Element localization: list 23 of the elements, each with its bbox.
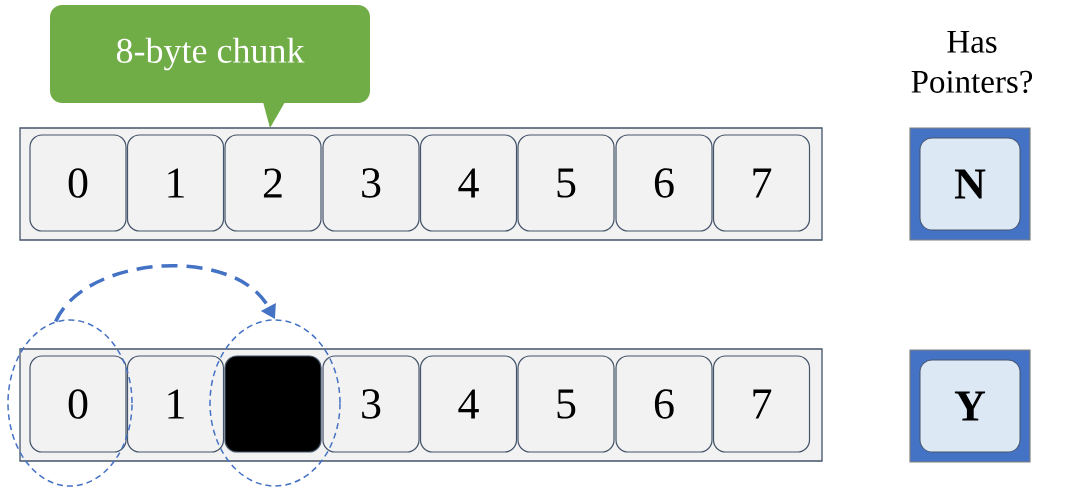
cell: 2: [224, 134, 322, 232]
filled-cell: [224, 355, 322, 453]
indicator-box: N: [909, 127, 1031, 241]
column-heading: Has Pointers?: [911, 30, 1033, 94]
cell: 5: [517, 355, 615, 453]
cell: 4: [419, 355, 518, 453]
cell: 3: [322, 355, 420, 453]
cell: 7: [712, 355, 811, 453]
curved-arrow: [54, 264, 276, 323]
cell: 6: [615, 355, 713, 453]
callout: 8-byte chunk: [50, 5, 370, 128]
cell: 1: [126, 355, 225, 453]
indicator-box: Y: [909, 349, 1031, 463]
cell: 5: [517, 134, 615, 232]
dashed-ellipse: [7, 319, 133, 487]
cell: 1: [126, 134, 225, 232]
cell: 7: [712, 134, 811, 232]
cell: 6: [615, 134, 713, 232]
dashed-ellipse: [209, 319, 341, 487]
cell: 0: [29, 134, 127, 232]
cell: 0: [29, 355, 127, 453]
cell: 4: [419, 134, 518, 232]
cell: 3: [322, 134, 420, 232]
